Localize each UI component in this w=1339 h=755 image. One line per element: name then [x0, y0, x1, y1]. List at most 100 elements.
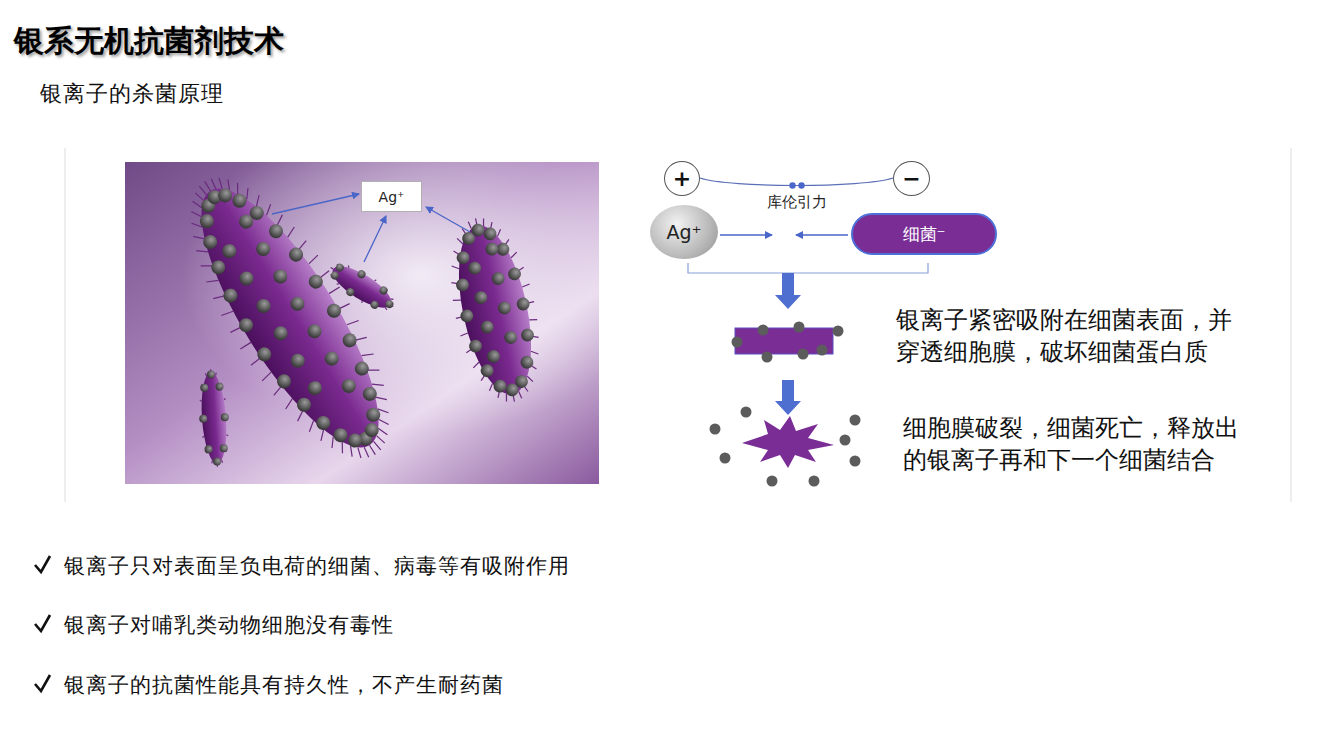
bullet-text: 银离子对哺乳类动物细胞没有毒性	[64, 611, 394, 639]
flagellum	[391, 298, 394, 300]
flagellum	[213, 292, 225, 302]
flagellum	[453, 299, 461, 302]
silver-ion	[339, 376, 358, 395]
silver-ion	[507, 266, 522, 281]
silver-ion	[455, 277, 470, 292]
flagellum	[202, 436, 204, 437]
silver-ion	[468, 339, 483, 354]
flagellum	[361, 301, 363, 303]
flagellum	[355, 447, 363, 458]
silver-ion	[199, 414, 208, 423]
flagellum	[205, 181, 211, 190]
leader-arrow	[426, 207, 470, 232]
silver-ion	[519, 355, 534, 370]
node-text: Ag⁺	[666, 221, 701, 243]
check-mark	[35, 556, 50, 572]
silver-ion	[255, 345, 274, 364]
silver-ion	[467, 261, 482, 276]
flagellum	[379, 416, 389, 427]
silver-ion	[305, 379, 324, 398]
silver-ion	[459, 308, 474, 323]
silver-ion	[520, 327, 535, 342]
check-mark	[35, 615, 50, 631]
silver-ion	[378, 285, 389, 296]
node-text: −	[902, 166, 920, 191]
silver-ion	[237, 269, 256, 288]
silver-ion	[204, 445, 213, 454]
silver-ion	[213, 457, 222, 466]
edge-label: 库伦引力	[765, 193, 829, 212]
silver-ion	[294, 395, 313, 414]
charge-circle: +	[664, 161, 700, 196]
ruptured-bacterium	[742, 416, 834, 468]
flagellum	[378, 426, 387, 437]
silver-ion	[236, 316, 255, 335]
bacteria-photo	[125, 162, 599, 484]
silver-ion	[254, 239, 273, 258]
charge-circle: −	[893, 161, 930, 196]
step-arrow	[775, 380, 801, 415]
flagellum	[363, 447, 370, 457]
flagellum	[529, 318, 537, 321]
flagellum	[240, 342, 251, 349]
silver-ion	[200, 383, 209, 392]
silver-ion	[324, 301, 343, 320]
step-arrow	[775, 273, 801, 309]
silver-ion	[484, 242, 499, 257]
flagellum	[195, 191, 203, 202]
flagellum	[191, 208, 201, 219]
leader-arrow	[364, 216, 386, 262]
silver-ion	[271, 324, 290, 343]
bacterium-body	[446, 219, 544, 401]
flagellum	[496, 229, 502, 236]
leader-arrow	[272, 194, 359, 214]
flagellum	[274, 215, 286, 226]
bacteria-group	[155, 162, 554, 484]
flagellum	[355, 334, 367, 344]
silver-ion	[288, 351, 307, 370]
silver-ion	[360, 384, 379, 403]
silver-ion	[473, 290, 488, 305]
silver-ion	[220, 444, 229, 453]
frame-line	[65, 148, 66, 502]
silver-ion	[254, 296, 273, 315]
silver-ion	[482, 226, 497, 241]
flagellum	[367, 365, 379, 376]
silver-ion	[221, 286, 240, 305]
bacterium-body	[327, 259, 397, 315]
silver-ion	[492, 379, 507, 394]
bracket	[688, 263, 928, 273]
flagellum	[201, 260, 213, 271]
flagellum	[294, 410, 306, 421]
silver-ion	[491, 271, 506, 286]
silver-ion	[480, 363, 495, 378]
silver-ion	[230, 191, 249, 210]
silver-ion	[362, 420, 381, 439]
flagellum	[285, 227, 297, 237]
flagellum	[369, 445, 375, 454]
wire-dot	[789, 182, 795, 188]
flagellum	[519, 391, 522, 399]
subtitle: 银离子的杀菌原理	[40, 79, 224, 109]
silver-ion	[329, 270, 340, 281]
flagellum	[457, 238, 463, 245]
bacterium	[196, 368, 232, 468]
silver-ion	[352, 359, 371, 378]
silver-ion	[305, 322, 324, 341]
silver-ion-circle: Ag⁺	[650, 205, 718, 259]
flagellum	[283, 399, 295, 409]
flagellum	[505, 394, 508, 402]
silver-ion	[288, 294, 307, 313]
silver-ion	[514, 374, 529, 389]
flagellum	[452, 265, 459, 271]
flagellum	[226, 435, 228, 436]
silver-ion	[271, 267, 290, 286]
silver-ion	[220, 242, 239, 261]
flagellum	[375, 279, 377, 281]
flagellum	[307, 255, 319, 264]
flagellum	[193, 199, 202, 210]
attraction-arrow	[720, 234, 772, 235]
flagellum	[193, 232, 204, 243]
flagellum	[347, 266, 349, 268]
